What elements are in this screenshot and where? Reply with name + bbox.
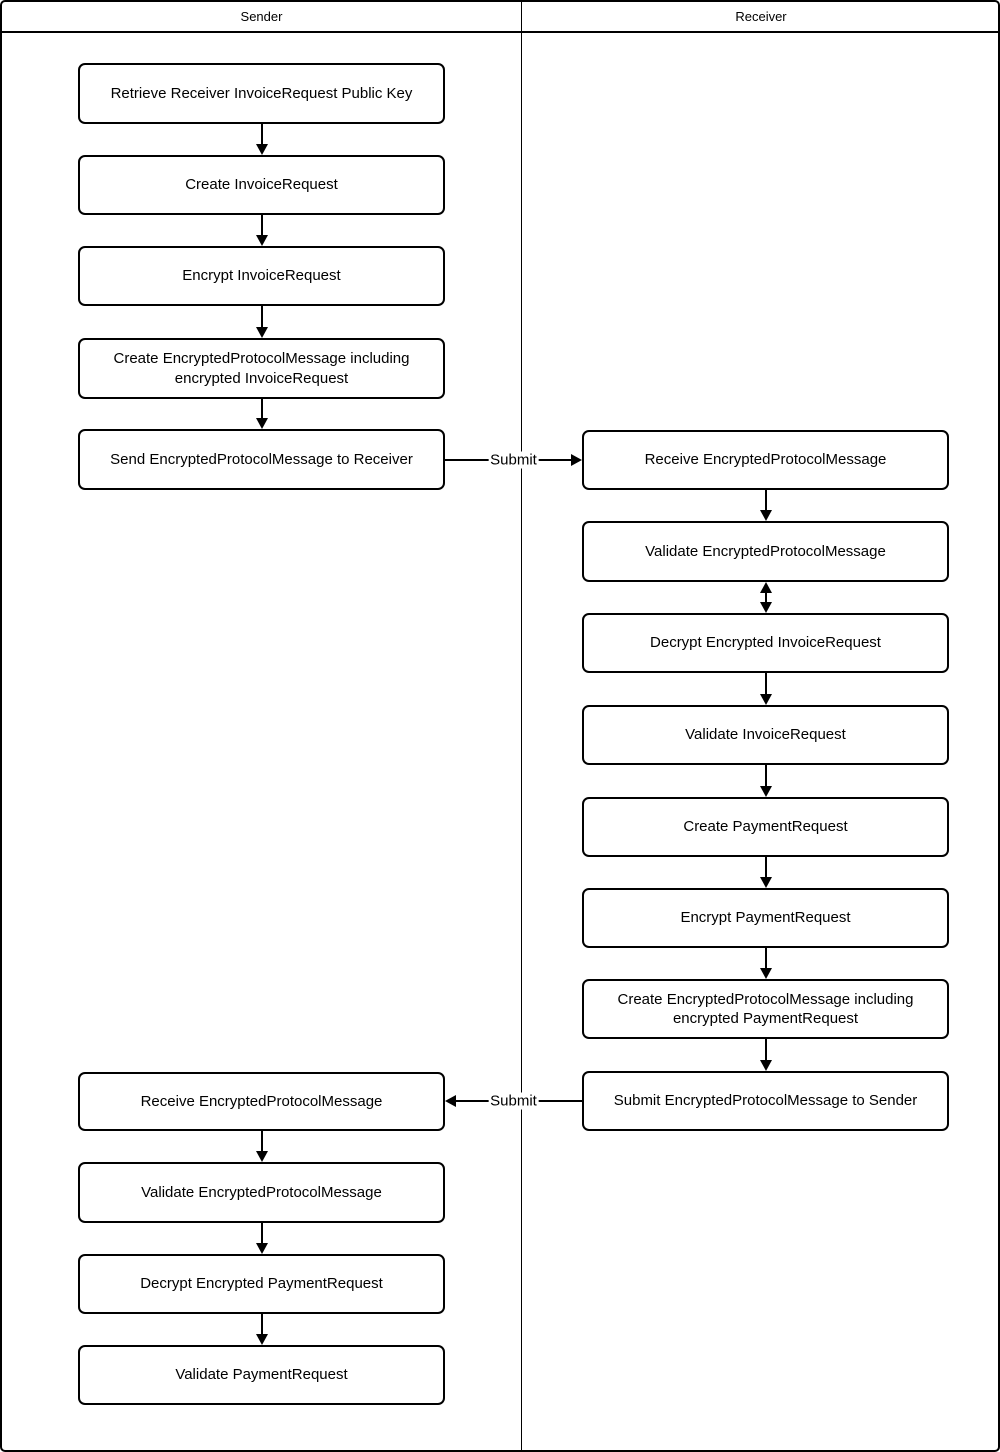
flow-arrow-down — [759, 857, 772, 888]
arrow-line — [260, 124, 263, 145]
arrowhead-down-icon — [759, 694, 772, 705]
arrowhead-right-icon — [571, 453, 582, 466]
node-label: Submit EncryptedProtocolMessage to Sende… — [613, 1092, 918, 1110]
arrowhead-down-icon — [759, 510, 772, 521]
node-label: Validate EncryptedProtocolMessage — [645, 542, 886, 560]
arrow-line — [764, 673, 767, 695]
node-create-encryptedprotocolmessage-invoicerequest: Create EncryptedProtocolMessage includin… — [78, 338, 445, 399]
lane-header-receiver: Receiver — [735, 9, 787, 24]
node-create-paymentrequest: Create PaymentRequest — [582, 797, 949, 857]
flow-arrow-down — [255, 215, 268, 246]
node-label: Encrypt InvoiceRequest — [182, 267, 341, 285]
arrow-line — [764, 1039, 767, 1061]
node-validate-paymentrequest: Validate PaymentRequest — [78, 1345, 445, 1405]
node-retrieve-receiver-invoicerequest-public-key: Retrieve Receiver InvoiceRequest Public … — [78, 63, 445, 124]
node-label: Decrypt Encrypted InvoiceRequest — [650, 634, 881, 652]
arrowhead-down-icon — [759, 968, 772, 979]
arrowhead-down-icon — [759, 1060, 772, 1071]
node-label: Create PaymentRequest — [683, 818, 848, 836]
node-label: Decrypt Encrypted PaymentRequest — [140, 1275, 383, 1293]
submit-edge-to-receiver: Submit — [445, 451, 582, 468]
node-send-encryptedprotocolmessage-to-receiver: Send EncryptedProtocolMessage to Receive… — [78, 429, 445, 490]
lane-header-sender: Sender — [240, 9, 283, 24]
node-label: Encrypt PaymentRequest — [680, 909, 851, 927]
arrow-line — [260, 215, 263, 236]
flow-arrow-bidirectional — [759, 582, 772, 613]
arrowhead-down-icon — [255, 1243, 268, 1254]
node-submit-encryptedprotocolmessage-to-sender: Submit EncryptedProtocolMessage to Sende… — [582, 1071, 949, 1131]
arrowhead-down-icon — [255, 327, 268, 338]
node-label: Create EncryptedProtocolMessage includin… — [617, 990, 914, 1028]
node-encrypt-paymentrequest: Encrypt PaymentRequest — [582, 888, 949, 948]
node-label: Send EncryptedProtocolMessage to Receive… — [110, 450, 413, 468]
node-label: Validate EncryptedProtocolMessage — [141, 1183, 382, 1201]
arrowhead-down-icon — [255, 1151, 268, 1162]
arrowhead-down-icon — [255, 144, 268, 155]
flow-arrow-down — [255, 1314, 268, 1345]
node-validate-invoicerequest: Validate InvoiceRequest — [582, 705, 949, 765]
submit-edge-to-sender: Submit — [445, 1092, 582, 1109]
arrowhead-down-icon — [759, 877, 772, 888]
node-sender-validate-encryptedprotocolmessage: Validate EncryptedProtocolMessage — [78, 1162, 445, 1223]
node-receiver-receive-encryptedprotocolmessage: Receive EncryptedProtocolMessage — [582, 430, 949, 490]
arrow-line — [260, 1314, 263, 1335]
flow-arrow-down — [255, 124, 268, 155]
arrowhead-up-icon — [759, 582, 772, 593]
node-sender-receive-encryptedprotocolmessage: Receive EncryptedProtocolMessage — [78, 1072, 445, 1131]
header-separator — [2, 30, 998, 33]
arrow-line — [764, 948, 767, 969]
flow-arrow-down — [759, 673, 772, 705]
flow-arrow-down — [759, 490, 772, 521]
arrow-line — [764, 765, 767, 787]
node-decrypt-encrypted-paymentrequest: Decrypt Encrypted PaymentRequest — [78, 1254, 445, 1314]
flow-arrow-down — [255, 306, 268, 338]
arrowhead-down-icon — [255, 235, 268, 246]
node-label: Receive EncryptedProtocolMessage — [140, 1092, 383, 1110]
arrow-line — [764, 490, 767, 511]
node-label: Create EncryptedProtocolMessage includin… — [113, 350, 410, 387]
node-decrypt-encrypted-invoicerequest: Decrypt Encrypted InvoiceRequest — [582, 613, 949, 673]
node-label: Validate InvoiceRequest — [685, 726, 846, 744]
flow-arrow-down — [759, 765, 772, 797]
node-encrypt-invoicerequest: Encrypt InvoiceRequest — [78, 246, 445, 306]
node-create-invoicerequest: Create InvoiceRequest — [78, 155, 445, 215]
flow-arrow-down — [255, 399, 268, 429]
flow-arrow-down — [759, 948, 772, 979]
arrow-line — [260, 399, 263, 419]
submit-edge-label: Submit — [488, 1092, 539, 1109]
node-receiver-validate-encryptedprotocolmessage: Validate EncryptedProtocolMessage — [582, 521, 949, 582]
node-create-encryptedprotocolmessage-paymentrequest: Create EncryptedProtocolMessage includin… — [582, 979, 949, 1039]
node-label: Create InvoiceRequest — [185, 176, 338, 194]
flow-arrow-down — [759, 1039, 772, 1071]
arrow-line — [260, 1223, 263, 1244]
arrow-line — [260, 1131, 263, 1152]
flow-arrow-down — [255, 1131, 268, 1162]
arrow-line — [764, 592, 767, 603]
arrowhead-left-icon — [445, 1094, 456, 1107]
arrow-line — [260, 306, 263, 328]
arrowhead-down-icon — [759, 786, 772, 797]
node-label: Validate PaymentRequest — [175, 1366, 348, 1384]
flow-arrow-down — [255, 1223, 268, 1254]
arrow-line — [764, 857, 767, 878]
node-label: Retrieve Receiver InvoiceRequest Public … — [110, 84, 413, 102]
arrowhead-down-icon — [255, 1334, 268, 1345]
submit-edge-label: Submit — [488, 451, 539, 468]
node-label: Receive EncryptedProtocolMessage — [644, 451, 887, 469]
lane-divider — [520, 2, 523, 1450]
arrowhead-down-icon — [255, 418, 268, 429]
arrowhead-down-icon — [759, 602, 772, 613]
